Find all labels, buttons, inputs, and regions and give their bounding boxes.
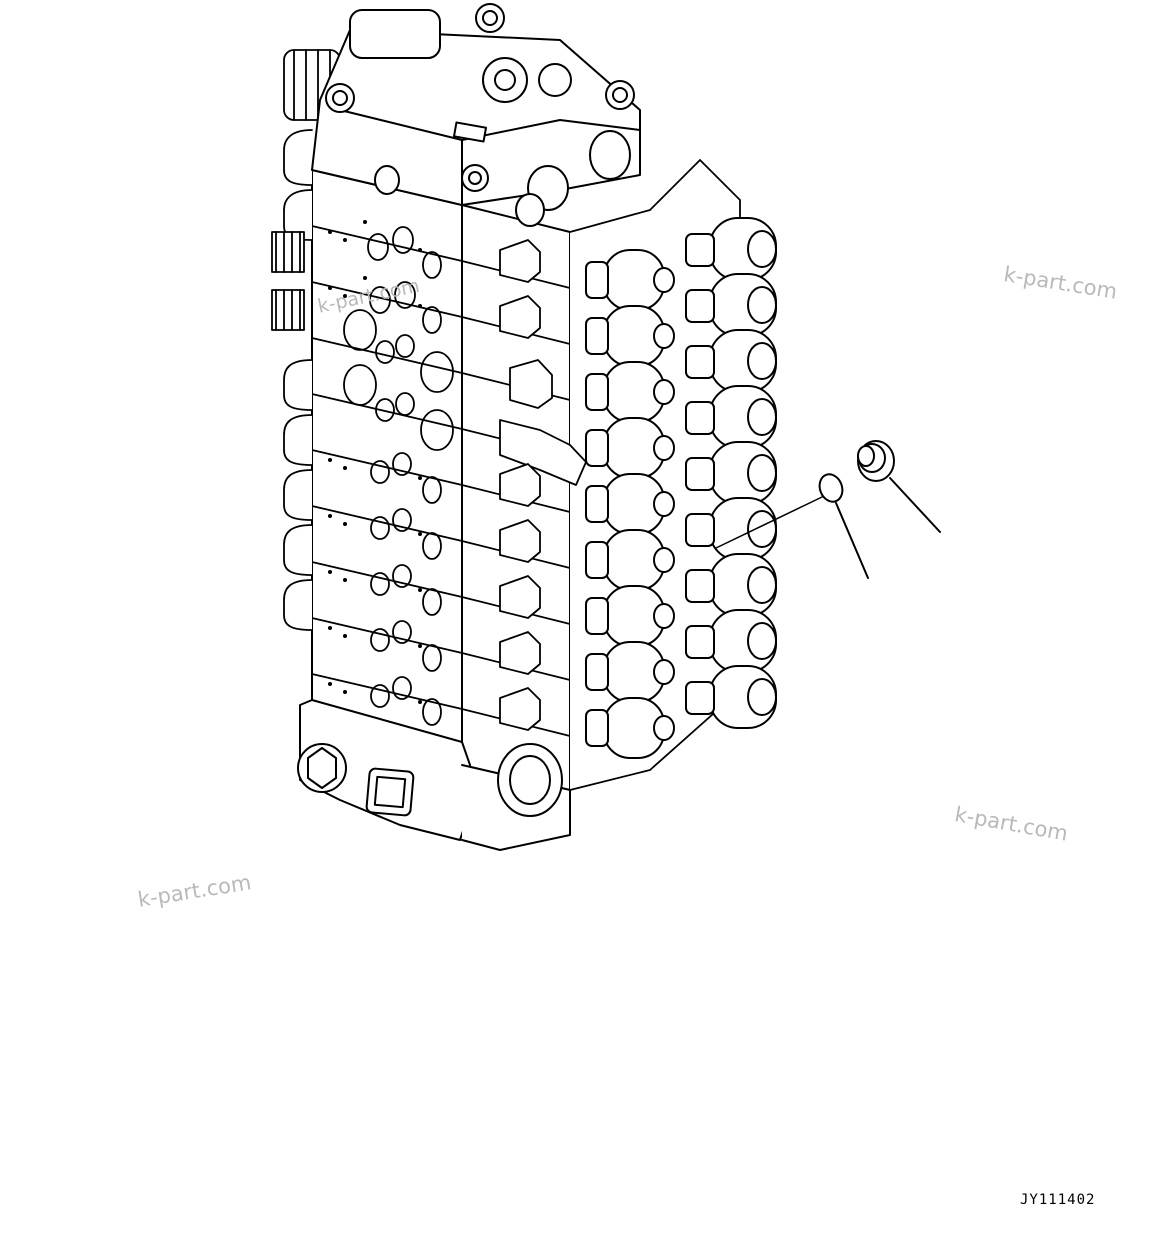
solenoid-row-4: [585, 417, 675, 479]
control-valve-assembly: [271, 3, 777, 851]
solenoid-column-back: [685, 217, 777, 729]
bolt-dots: [328, 220, 422, 704]
solenoid-row-9: [585, 697, 675, 759]
plug-icon: [857, 440, 941, 533]
front-ports: [343, 226, 454, 726]
bottom-block: [297, 699, 571, 851]
o-ring-icon: [715, 473, 869, 579]
top-cover: [311, 3, 641, 227]
plug-leader-line: [889, 477, 941, 533]
solenoid-row-2: [585, 305, 675, 367]
solenoid-row-8: [585, 641, 675, 703]
solenoid-row-3: [585, 361, 675, 423]
solenoid-row-1: [585, 249, 675, 311]
solenoid-row-7: [585, 585, 675, 647]
drawing-code: JY111402: [1020, 1192, 1096, 1208]
solenoid-row-6: [585, 529, 675, 591]
side-port-plugs: [499, 239, 587, 731]
o-ring-leader-line: [835, 502, 869, 579]
solenoid-column-front: [585, 249, 675, 759]
